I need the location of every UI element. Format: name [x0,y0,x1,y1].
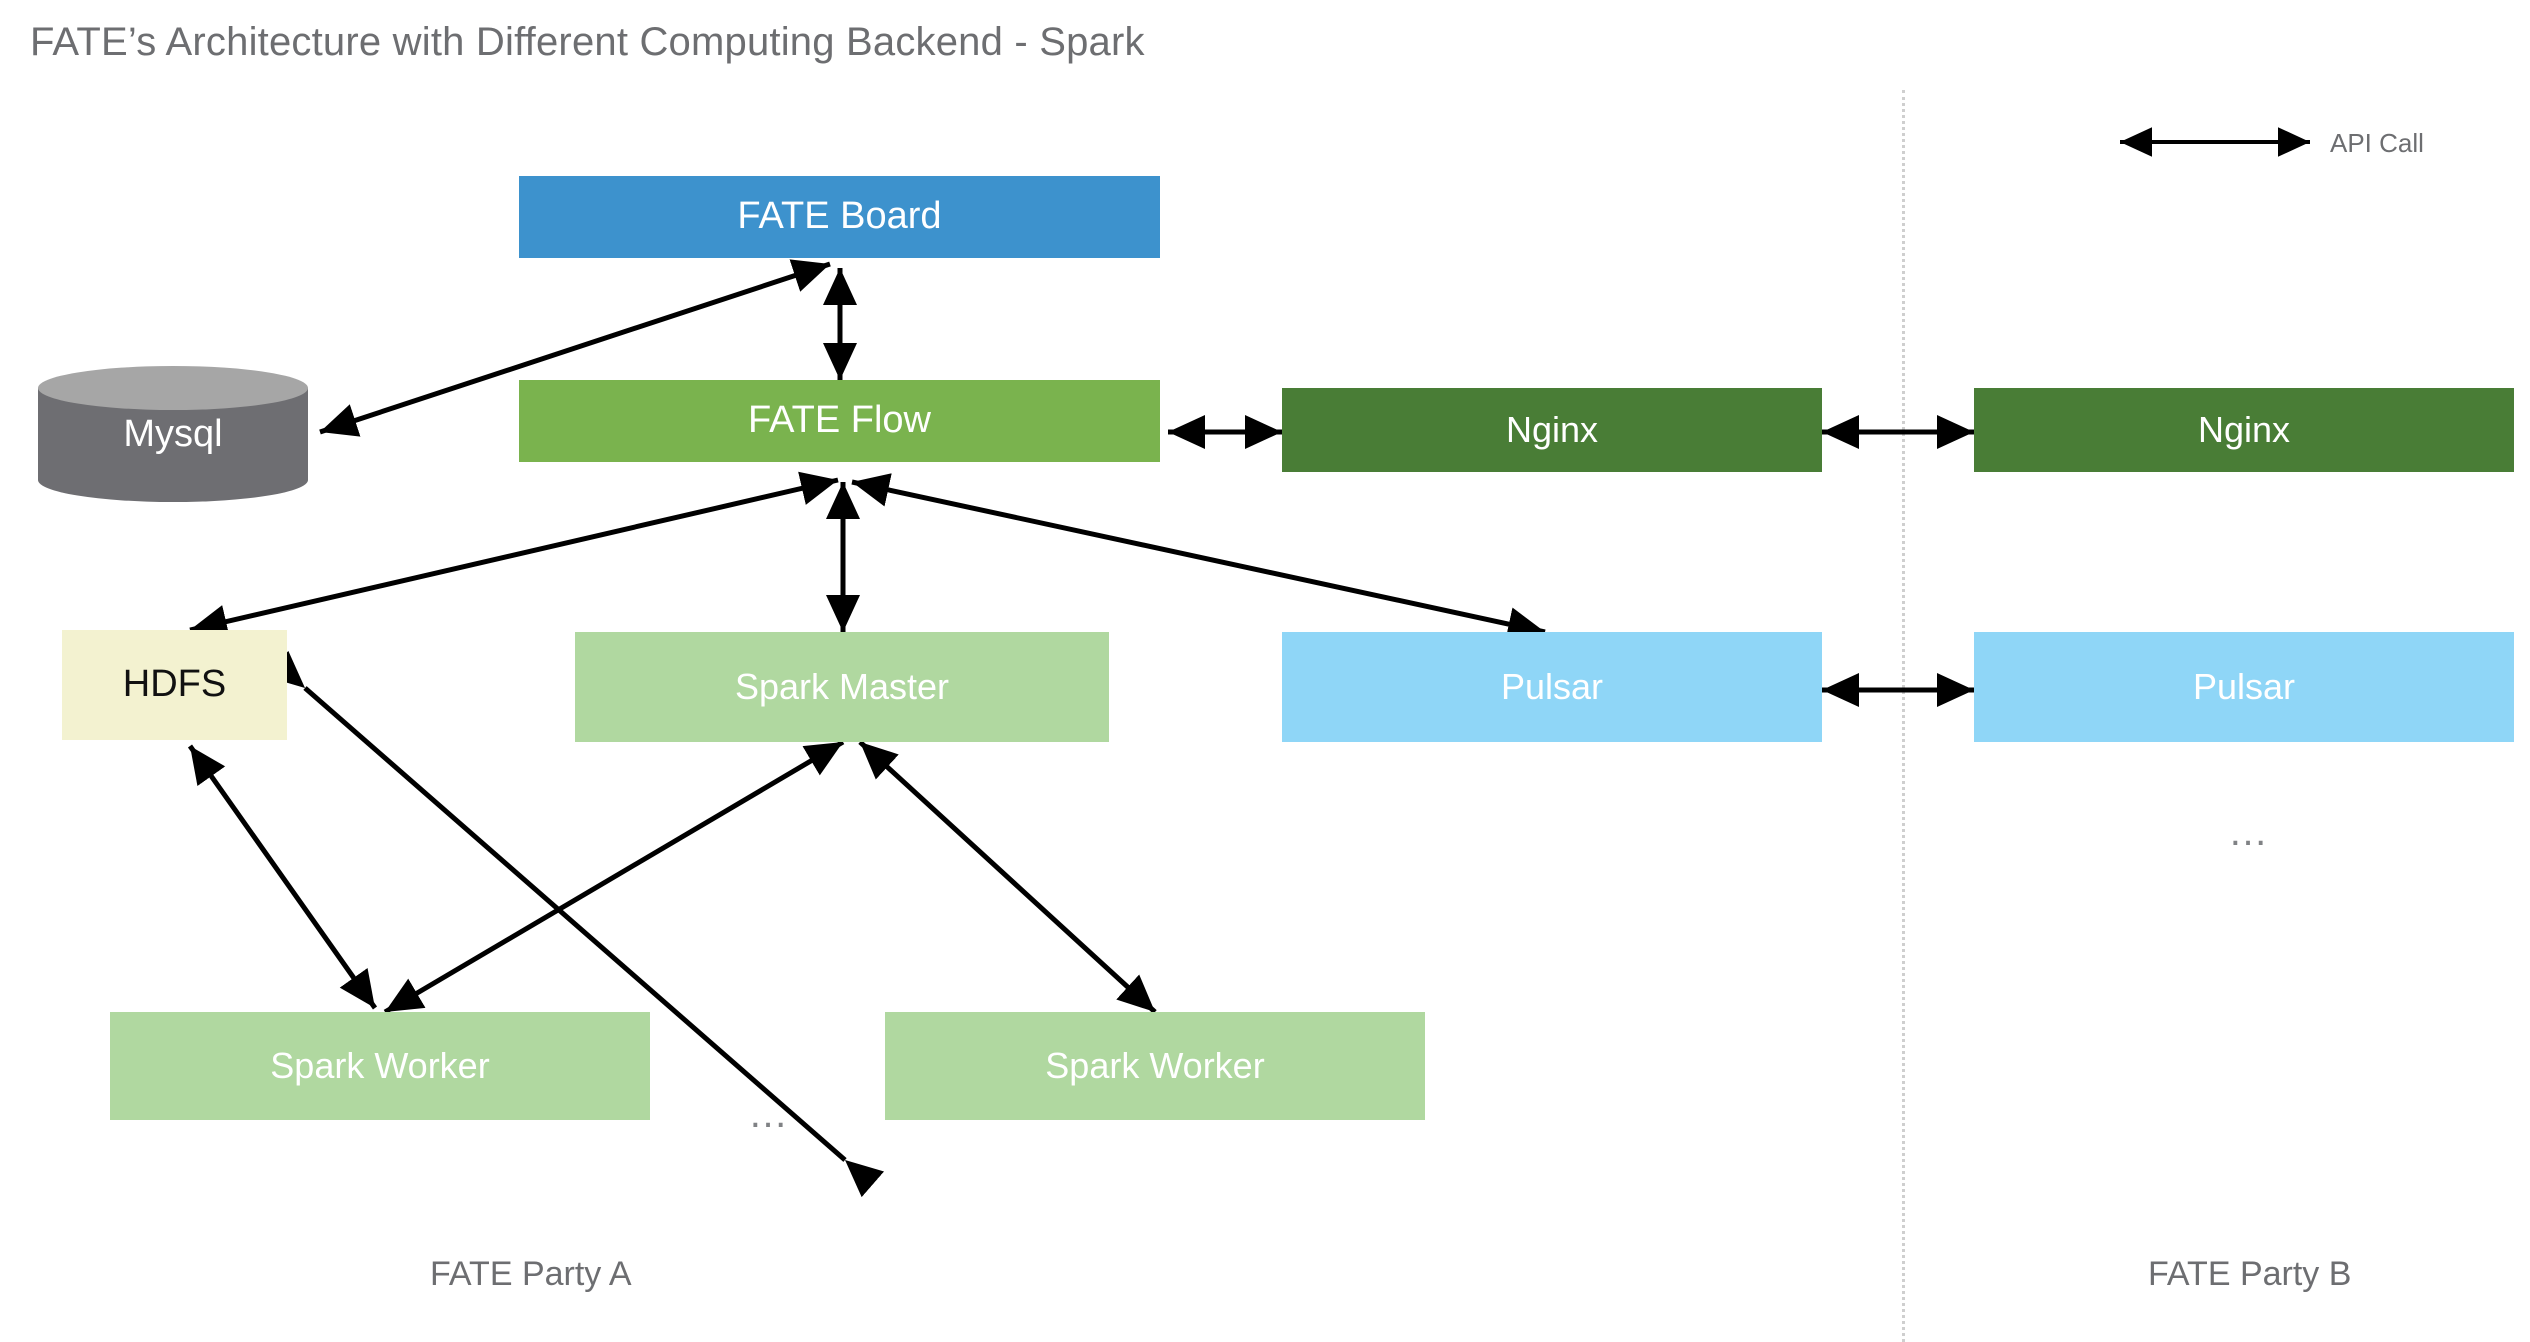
legend-label: API Call [2330,128,2424,158]
node-spark-worker-1[interactable]: Spark Worker [110,1012,650,1120]
node-fate-flow[interactable]: FATE Flow [519,380,1160,462]
party-a-label: FATE Party A [430,1255,632,1293]
node-label: Mysql [123,412,223,455]
node-nginx-b[interactable]: Nginx [1974,388,2514,472]
node-label: FATE Flow [748,399,931,442]
node-spark-master[interactable]: Spark Master [575,632,1109,742]
mysql-cylinder-top [38,366,308,410]
node-label: Nginx [2197,409,2291,451]
node-pulsar-b[interactable]: Pulsar [1974,632,2514,742]
node-label: FATE Board [737,195,942,238]
node-label: Spark Worker [1045,1045,1265,1087]
node-spark-worker-2[interactable]: Spark Worker [885,1012,1425,1120]
node-label: Spark Master [734,666,950,708]
node-label: Pulsar [2192,666,2296,708]
node-fate-board[interactable]: FATE Board [519,176,1160,258]
party-b-ellipsis: … [2228,810,2271,854]
node-label: Nginx [1505,409,1599,451]
edge-hdfs-worker1 [187,744,378,1010]
node-nginx-a[interactable]: Nginx [1282,388,1822,472]
node-label: Spark Worker [270,1045,490,1087]
page-title: FATE’s Architecture with Different Compu… [30,20,1145,64]
node-label: Pulsar [1500,666,1604,708]
node-mysql[interactable]: Mysql [38,366,308,502]
node-pulsar-a[interactable]: Pulsar [1282,632,1822,742]
edge-sparkmaster-worker2 [858,740,1157,1014]
node-hdfs[interactable]: HDFS [62,630,287,740]
edge-flow-hdfs [189,471,839,639]
party-b-label: FATE Party B [2148,1255,2352,1293]
spark-worker-ellipsis: … [748,1092,791,1136]
edge-flow-pulsar [851,473,1546,641]
edge-sparkmaster-worker1 [383,739,845,1015]
node-label: HDFS [122,663,227,706]
party-divider [1902,90,1905,1342]
